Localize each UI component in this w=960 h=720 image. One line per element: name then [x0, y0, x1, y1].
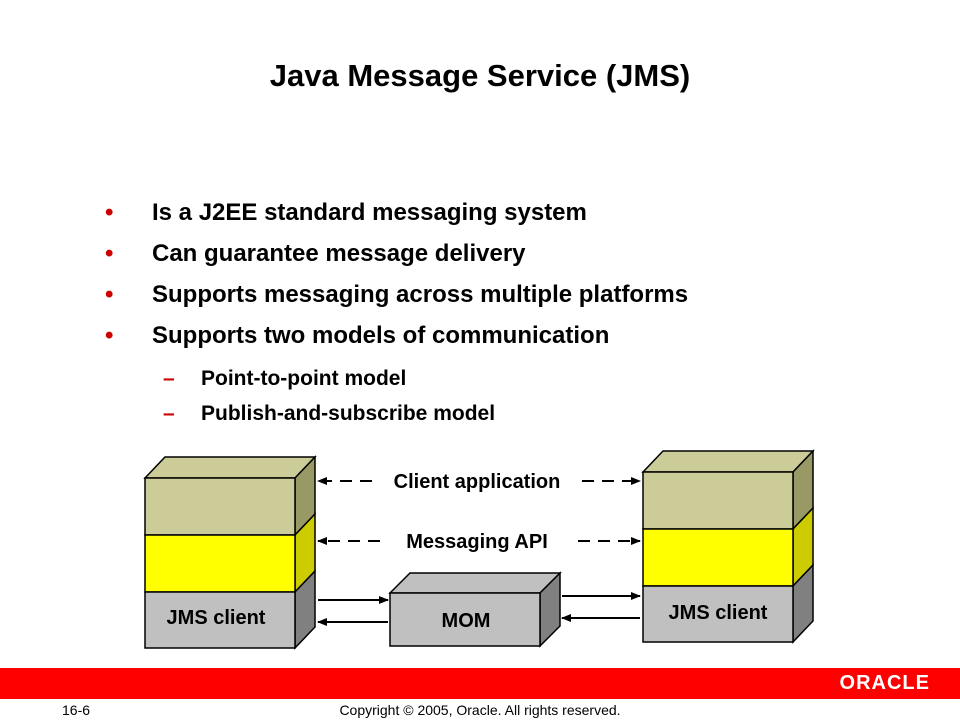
- sub-bullet-item: – Publish-and-subscribe model: [163, 397, 495, 432]
- bullet-item: • Can guarantee message delivery: [105, 237, 865, 278]
- bullet-item: • Supports two models of communication: [105, 319, 865, 360]
- sub-bullet-item: – Point-to-point model: [163, 362, 495, 397]
- slide-title: Java Message Service (JMS): [269, 58, 691, 93]
- right-client-label: JMS client: [669, 602, 768, 624]
- sub-bullet-marker: –: [163, 367, 175, 390]
- mom-front-face: [389, 592, 541, 647]
- mom-box: MOM: [388, 571, 562, 648]
- bullet-text: Can guarantee message delivery: [152, 240, 526, 267]
- bullet-marker: •: [105, 199, 114, 226]
- left-client-stack: JMS client: [143, 455, 317, 650]
- left-stack-app-layer: [144, 477, 296, 536]
- sub-bullet-list: – Point-to-point model – Publish-and-sub…: [163, 362, 495, 432]
- sub-bullet-text: Publish-and-subscribe model: [201, 402, 496, 425]
- right-stack-api-layer: [642, 528, 794, 587]
- client-application-label: Client application: [394, 471, 561, 493]
- left-stack-api-layer: [144, 534, 296, 593]
- footer-bar: ORACLE: [0, 668, 960, 699]
- client-application-connector: Client application: [317, 471, 641, 493]
- bullet-item: • Is a J2EE standard messaging system: [105, 196, 865, 237]
- left-stack-client-layer: [144, 591, 296, 649]
- sub-bullet-text: Point-to-point model: [201, 367, 407, 390]
- copyright-notice: Copyright © 2005, Oracle. All rights res…: [339, 702, 621, 718]
- messaging-api-label: Messaging API: [406, 531, 548, 553]
- bullet-marker: •: [105, 322, 114, 349]
- messaging-api-connector: Messaging API: [317, 531, 641, 553]
- sub-bullet-marker: –: [163, 402, 175, 425]
- right-mom-arrows: [561, 592, 641, 622]
- bullet-list: • Is a J2EE standard messaging system • …: [105, 196, 865, 425]
- right-stack-app-layer: [642, 471, 794, 530]
- oracle-logo: ORACLE: [839, 672, 930, 694]
- bullet-item: • Supports messaging across multiple pla…: [105, 278, 865, 319]
- bullet-marker: •: [105, 240, 114, 267]
- bullet-text: Is a J2EE standard messaging system: [152, 199, 587, 226]
- left-mom-arrows: [317, 596, 389, 626]
- jms-diagram: JMS client JMS client MOM Client applica…: [143, 449, 815, 650]
- right-stack-top-face: [641, 450, 815, 473]
- right-client-stack: JMS client: [641, 449, 815, 644]
- left-client-label: JMS client: [167, 607, 266, 629]
- right-stack-client-layer: [642, 585, 794, 643]
- mom-label: MOM: [442, 610, 491, 632]
- left-stack-top-face: [143, 456, 317, 479]
- bullet-marker: •: [105, 281, 114, 308]
- page-number: 16-6: [62, 702, 91, 718]
- mom-top-face: [388, 572, 562, 594]
- bullet-text: Supports messaging across multiple platf…: [152, 281, 689, 308]
- bullet-text: Supports two models of communication: [152, 322, 610, 349]
